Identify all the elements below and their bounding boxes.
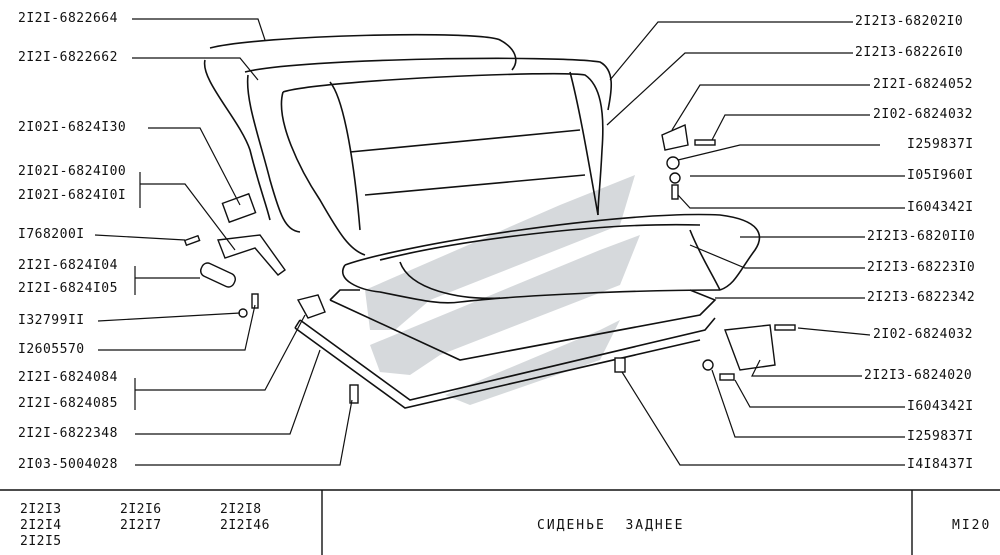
part-label-left: 2I2I-6824I04: [18, 258, 118, 273]
part-label-left: 2I02I-6824I30: [18, 120, 127, 135]
model-code: 2I2I7: [120, 518, 162, 533]
part-label-left: 2I2I-6822664: [18, 11, 118, 26]
part-label-left: 2I03-5004028: [18, 457, 118, 472]
part-label-right: I259837I: [907, 429, 974, 444]
part-label-left: 2I2I-6824084: [18, 370, 118, 385]
part-label-left: 2I2I-6822662: [18, 50, 118, 65]
part-label-left: I32799II: [18, 313, 85, 328]
part-label-right: 2I2I-6824052: [873, 77, 973, 92]
part-label-right: 2I02-6824032: [873, 327, 973, 342]
part-label-left: 2I02I-6824I0I: [18, 188, 127, 203]
part-label-left: I2605570: [18, 342, 85, 357]
hardware-parts: [183, 123, 796, 404]
part-label-right: I4I8437I: [907, 457, 974, 472]
part-label-left: 2I2I-6824I05: [18, 281, 118, 296]
part-label-right: 2I2I3-6824020: [864, 368, 973, 383]
part-label-left: 2I2I-6822348: [18, 426, 118, 441]
part-label-left: 2I02I-6824I00: [18, 164, 127, 179]
leader-lines-left: [94, 18, 353, 466]
part-label-left: 2I2I-6824085: [18, 396, 118, 411]
part-label-right: I604342I: [907, 399, 974, 414]
part-label-right: 2I2I3-68226I0: [855, 45, 964, 60]
model-code: 2I2I3: [20, 502, 62, 517]
model-code: 2I2I5: [20, 534, 62, 549]
page-title: СИДЕНЬЕ ЗАДНЕЕ: [537, 518, 685, 533]
part-label-right: I259837I: [907, 137, 974, 152]
part-label-right: 2I2I3-68202I0: [855, 14, 964, 29]
model-code: 2I2I8: [220, 502, 262, 517]
part-label-right: I05I960I: [907, 168, 974, 183]
model-code: 2I2I4: [20, 518, 62, 533]
leader-lines-right: [606, 21, 905, 466]
part-label-right: 2I02-6824032: [873, 107, 973, 122]
model-code: 2I2I46: [220, 518, 270, 533]
part-label-right: 2I2I3-68223I0: [867, 260, 976, 275]
part-label-left: I768200I: [18, 227, 85, 242]
footer-frame: [0, 489, 1000, 555]
watermark-logo: [365, 175, 640, 405]
part-label-right: 2I2I3-6822342: [867, 290, 976, 305]
part-label-right: 2I2I3-6820II0: [867, 229, 976, 244]
part-label-right: I604342I: [907, 200, 974, 215]
page-code: MI20: [952, 518, 992, 533]
seat-drawing: [203, 33, 761, 409]
model-code: 2I2I6: [120, 502, 162, 517]
